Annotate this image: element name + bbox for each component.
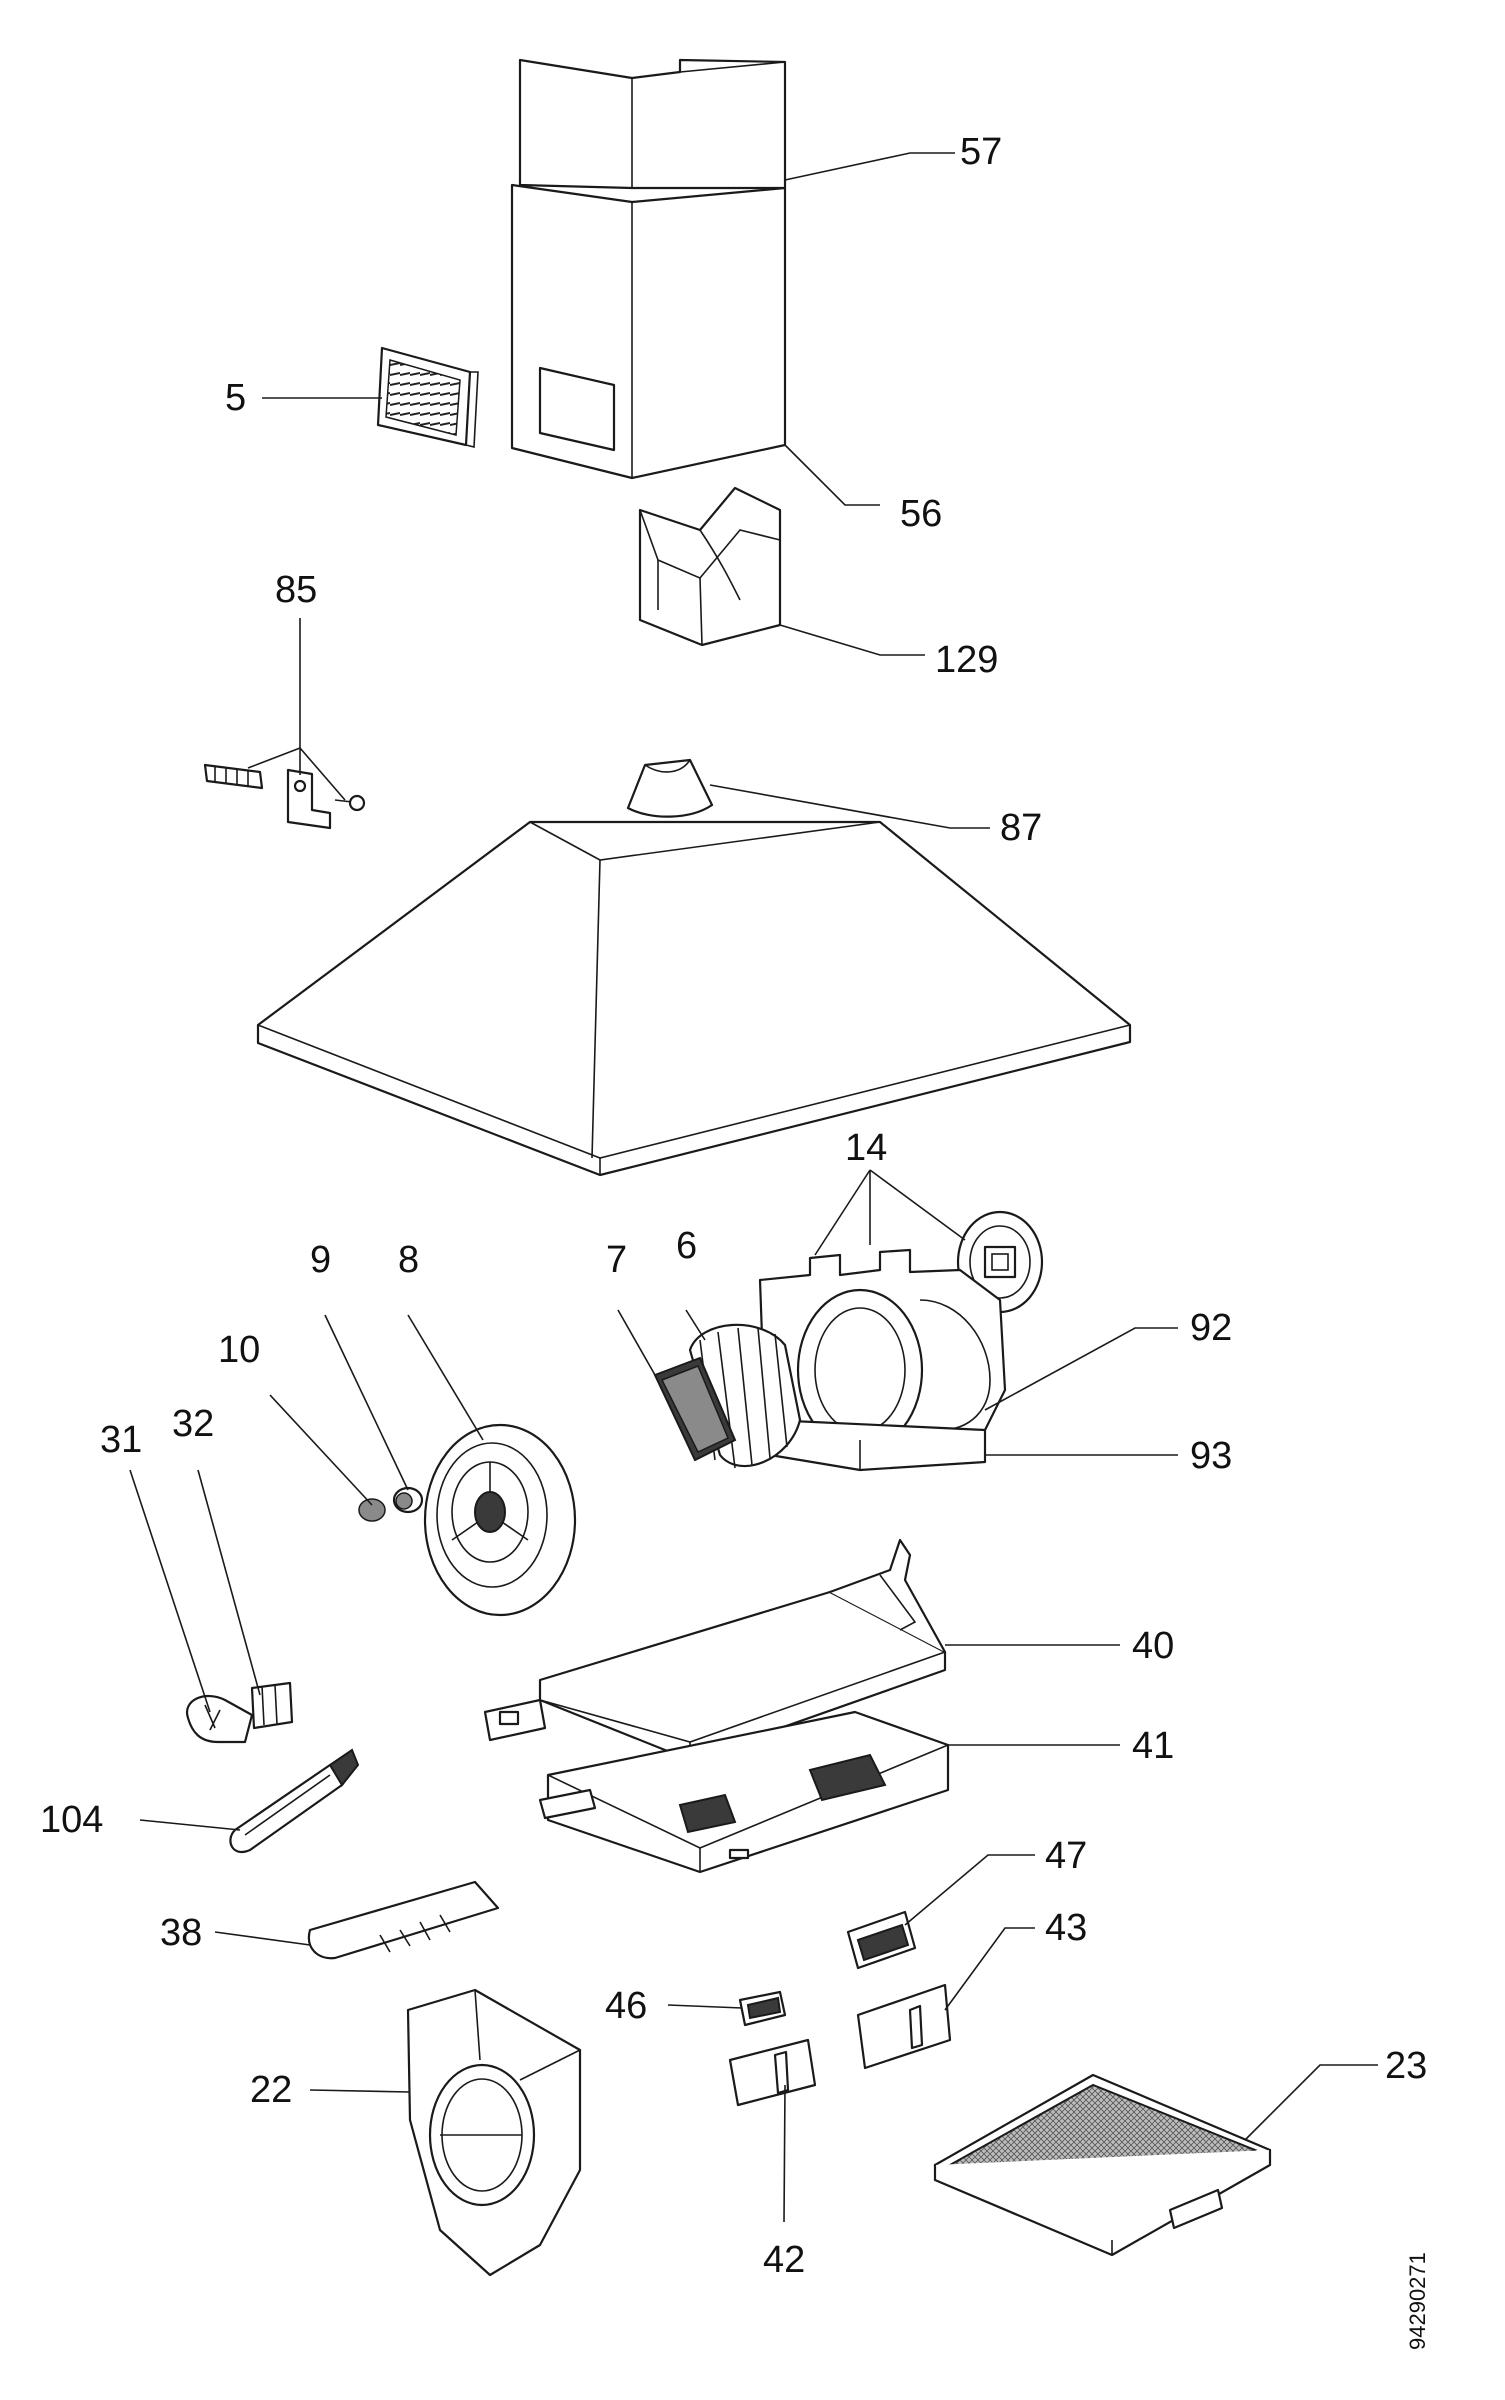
leader-lines (129, 152, 1378, 2223)
label-14: 14 (845, 1127, 887, 1169)
drawing-code: 94290271 (1405, 2252, 1430, 2350)
label-8: 8 (398, 1239, 419, 1281)
label-7: 7 (606, 1239, 627, 1281)
label-5: 5 (225, 377, 246, 419)
part-23-grease-filter (933, 2073, 1272, 2257)
part-40-control-box (483, 1538, 947, 1762)
label-47: 47 (1045, 1835, 1087, 1877)
label-92: 92 (1190, 1307, 1232, 1349)
label-56: 56 (900, 493, 942, 535)
part-38-lamp-cover (307, 1880, 500, 1960)
part-104-lamp-tube (229, 1748, 360, 1853)
part-8-wheel-disc (423, 1423, 577, 1617)
label-93: 93 (1190, 1435, 1232, 1477)
label-129: 129 (935, 639, 998, 681)
part-129-duct-adapter (638, 486, 782, 647)
label-40: 40 (1132, 1625, 1174, 1667)
label-42: 42 (763, 2239, 805, 2281)
label-6: 6 (676, 1225, 697, 1267)
part-9-knob (392, 1486, 424, 1514)
part-31-32-lamp-bulb (185, 1681, 294, 1744)
label-32: 32 (172, 1403, 214, 1445)
label-43: 43 (1045, 1907, 1087, 1949)
part-7-motor (653, 1356, 737, 1462)
part-41-control-frame (538, 1710, 950, 1874)
part-85-fixing-kit (203, 763, 366, 830)
label-10: 10 (218, 1329, 260, 1371)
part-5-vent-grill (376, 346, 479, 449)
part-labels: 57 5 56 129 85 87 14 9 8 7 6 10 92 31 32… (40, 131, 1430, 2350)
label-22: 22 (250, 2069, 292, 2111)
label-57: 57 (960, 131, 1002, 173)
label-87: 87 (1000, 807, 1042, 849)
part-10-knob (358, 1498, 386, 1522)
part-87-hood-body (256, 758, 1132, 1177)
part-47-switch (846, 1910, 917, 1970)
label-9: 9 (310, 1239, 331, 1281)
label-31: 31 (100, 1419, 142, 1461)
part-56-lower-chimney (510, 183, 787, 480)
label-38: 38 (160, 1912, 202, 1954)
label-23: 23 (1385, 2045, 1427, 2087)
part-57-upper-chimney (518, 58, 787, 190)
part-42-button-panel (728, 2038, 817, 2107)
part-22-front-panel (406, 1988, 582, 2277)
label-41: 41 (1132, 1725, 1174, 1767)
label-104: 104 (40, 1799, 103, 1841)
part-93-blower-base (768, 1418, 987, 1472)
label-85: 85 (275, 569, 317, 611)
label-46: 46 (605, 1985, 647, 2027)
part-46-switch (738, 1990, 787, 2027)
part-43-button-panel (856, 1983, 952, 2070)
